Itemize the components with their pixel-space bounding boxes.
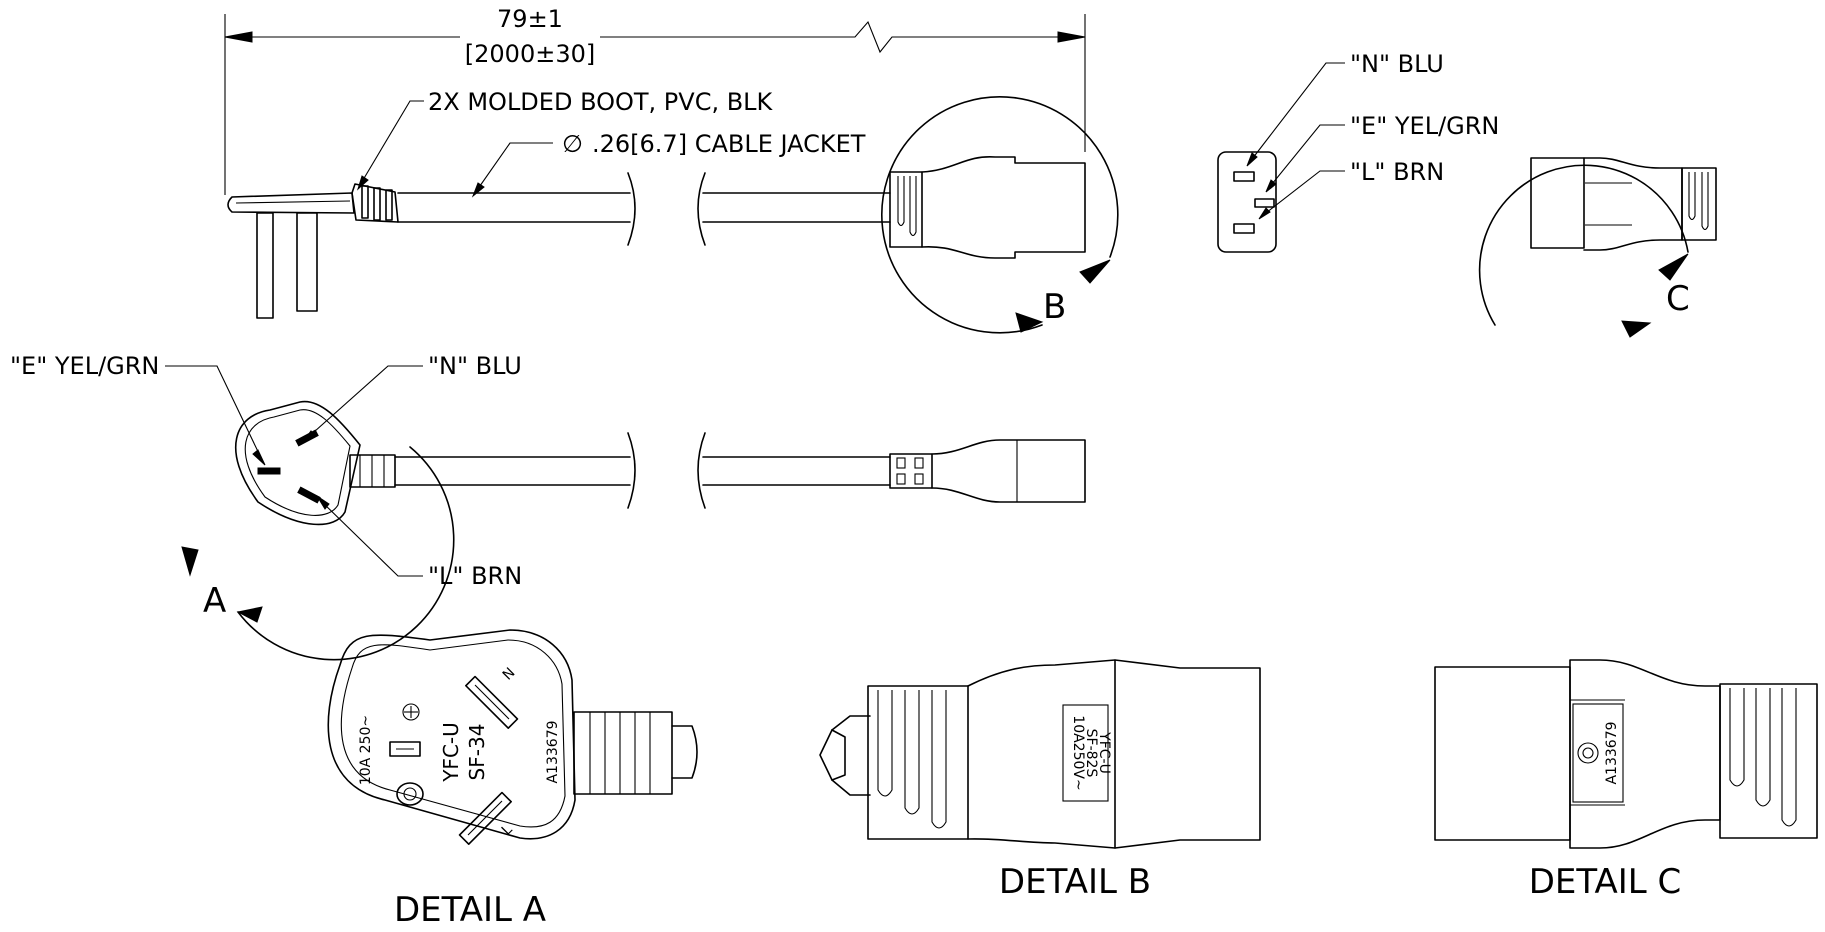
detail-a: 10A 250~ YFC-U SF-34 A133679 N L DETAIL … — [327, 629, 698, 930]
jacket-callout: .26[6.7] CABLE JACKET — [592, 130, 866, 158]
view-letter-b: B — [1043, 287, 1066, 327]
c13-earth-label: "E" YEL/GRN — [1350, 112, 1499, 140]
detail-a-title: DETAIL A — [394, 890, 546, 930]
c13-line-label: "L" BRN — [1350, 158, 1444, 186]
c13-code: A133679 — [1604, 721, 1620, 784]
detail-c-title: DETAIL C — [1529, 862, 1682, 902]
length-dimension: 79±1 [2000±30] — [224, 5, 1086, 195]
plug-line-label: "L" BRN — [428, 562, 522, 590]
detail-a-view-circle: A — [181, 446, 455, 661]
c13-rear-view: C — [1478, 157, 1717, 338]
jacket-symbol: ∅ — [562, 130, 583, 158]
detail-c: A133679 DETAIL C — [1434, 659, 1818, 902]
c13-face-view: "N" BLU "E" YEL/GRN "L" BRN — [1217, 50, 1499, 253]
plug-earth-label: "E" YEL/GRN — [10, 352, 159, 380]
top-view — [227, 156, 1086, 319]
plug-pin-n: N — [500, 665, 519, 684]
plug-neutral-label: "N" BLU — [428, 352, 522, 380]
plug-model: SF-34 — [465, 724, 489, 781]
detail-b-view-circle: B — [881, 96, 1119, 334]
top-callouts: 2X MOLDED BOOT, PVC, BLK ∅ .26[6.7] CABL… — [356, 88, 866, 198]
boot-callout: 2X MOLDED BOOT, PVC, BLK — [428, 88, 774, 116]
plug-callouts: "E" YEL/GRN "N" BLU "L" BRN — [10, 352, 522, 590]
c13-neutral-label: "N" BLU — [1350, 50, 1444, 78]
view-letter-a: A — [203, 581, 226, 621]
detail-b: YFC-U SF-82S 10A250V~ DETAIL B — [819, 659, 1261, 902]
view-letter-c: C — [1666, 279, 1690, 319]
detail-b-title: DETAIL B — [999, 862, 1151, 902]
length-inch: 79±1 — [497, 5, 563, 33]
c13-brand: YFC-U — [1096, 731, 1112, 774]
plug-rating: 10A 250~ — [358, 715, 374, 785]
c13-model: SF-82S — [1083, 729, 1099, 778]
plug-brand: YFC-U — [439, 722, 463, 783]
length-mm: [2000±30] — [465, 40, 595, 68]
c13-rating: 10A250V~ — [1070, 715, 1086, 790]
plug-code: A133679 — [545, 720, 561, 783]
middle-view — [234, 400, 1086, 526]
